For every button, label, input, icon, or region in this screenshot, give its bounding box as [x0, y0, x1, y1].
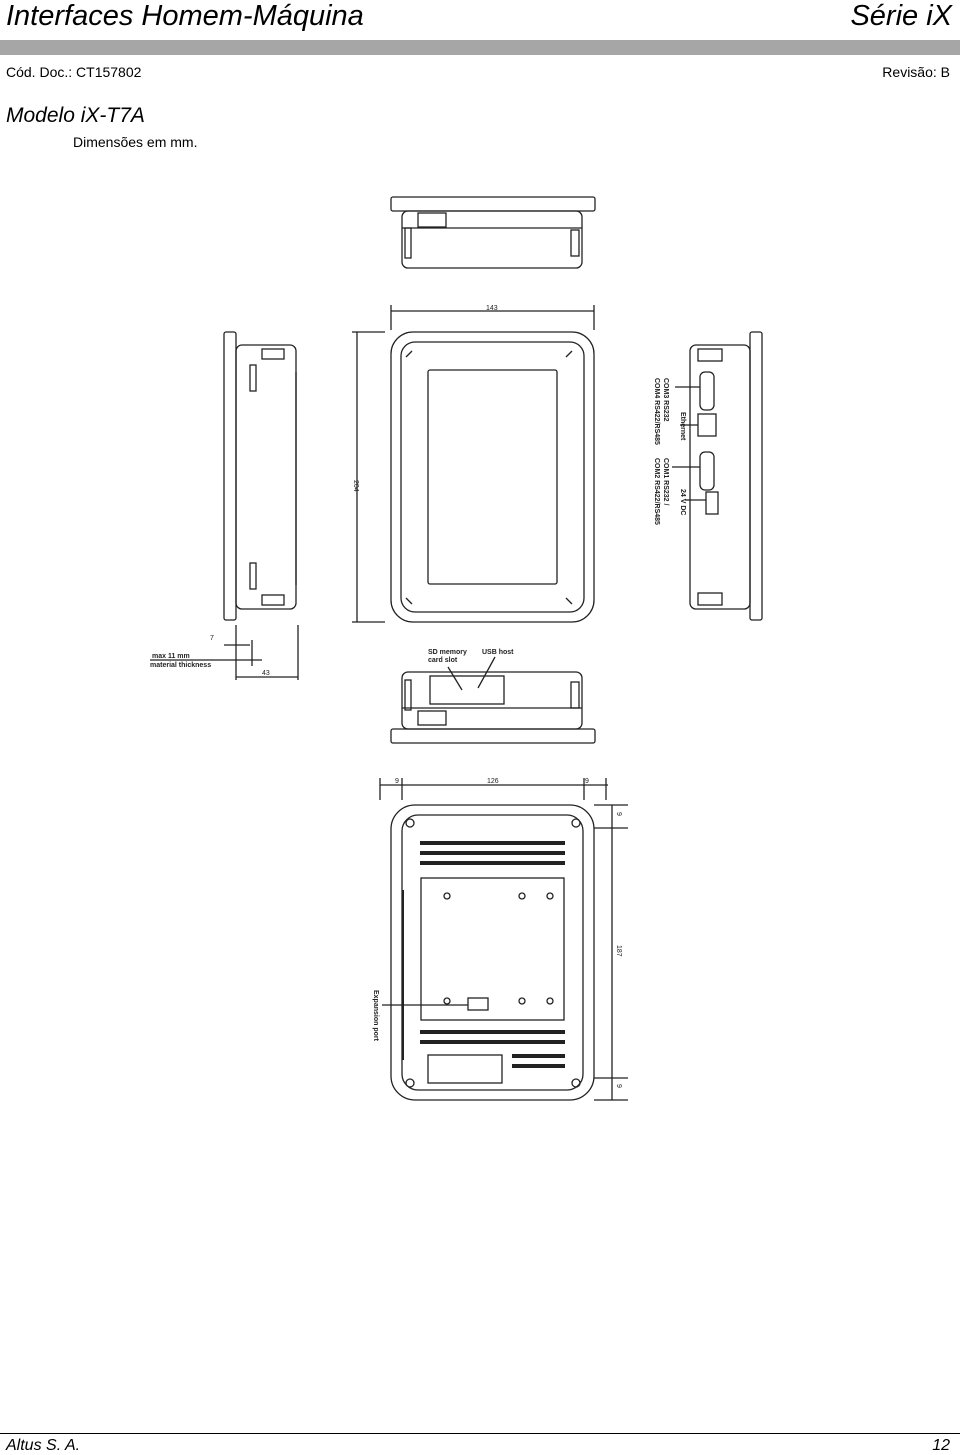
dim-height: 204 — [352, 480, 359, 492]
port-com3-label: COM3 RS232 — [662, 378, 669, 422]
dim-rear-right: 9 — [585, 778, 589, 785]
dim-width: 143 — [486, 305, 498, 312]
port-power-label: 24 V DC — [679, 489, 686, 515]
header-divider — [0, 40, 960, 55]
expansion-port-label: Expansion port — [372, 990, 379, 1042]
max-thickness-label: max 11 mm — [152, 653, 190, 660]
dim-rear-height: 187 — [615, 945, 622, 957]
port-com1-label: COM1 RS232 / — [662, 458, 669, 506]
revision-label: Revisão: B — [882, 64, 950, 80]
document-code: Cód. Doc.: CT157802 — [6, 64, 142, 80]
dim-rear-top: 9 — [615, 812, 622, 816]
dim-depth: 43 — [262, 670, 270, 677]
port-com4-label: COM4 RS422/RS485 — [653, 378, 660, 445]
bottom-view — [390, 656, 596, 744]
dim-rear-left: 9 — [395, 778, 399, 785]
top-view — [390, 196, 596, 269]
series-name: Série iX — [850, 0, 952, 32]
port-ethernet-label: Ethernet — [679, 412, 686, 441]
page-number: 12 — [932, 1437, 950, 1454]
sd-card-label: SD memory — [428, 649, 467, 656]
sd-card-label-2: card slot — [428, 657, 458, 664]
right-side-view — [672, 331, 763, 621]
usb-host-label: USB host — [482, 649, 514, 656]
material-thickness-label: material thickness — [150, 662, 211, 669]
left-side-view — [150, 331, 299, 680]
dim-rear-width: 126 — [487, 778, 499, 785]
port-com2-label: COM2 RS422/RS485 — [653, 458, 660, 525]
dimensions-note: Dimensões em mm. — [73, 134, 198, 150]
front-view — [352, 305, 595, 623]
rear-view — [379, 778, 628, 1101]
footer-divider — [0, 1433, 960, 1434]
dim-bezel: 7 — [210, 635, 214, 642]
company-name: Altus S. A. — [6, 1437, 81, 1454]
dim-rear-bottom: 9 — [615, 1084, 622, 1088]
document-title: Interfaces Homem-Máquina — [6, 0, 364, 32]
model-heading: Modelo iX-T7A — [6, 104, 145, 127]
